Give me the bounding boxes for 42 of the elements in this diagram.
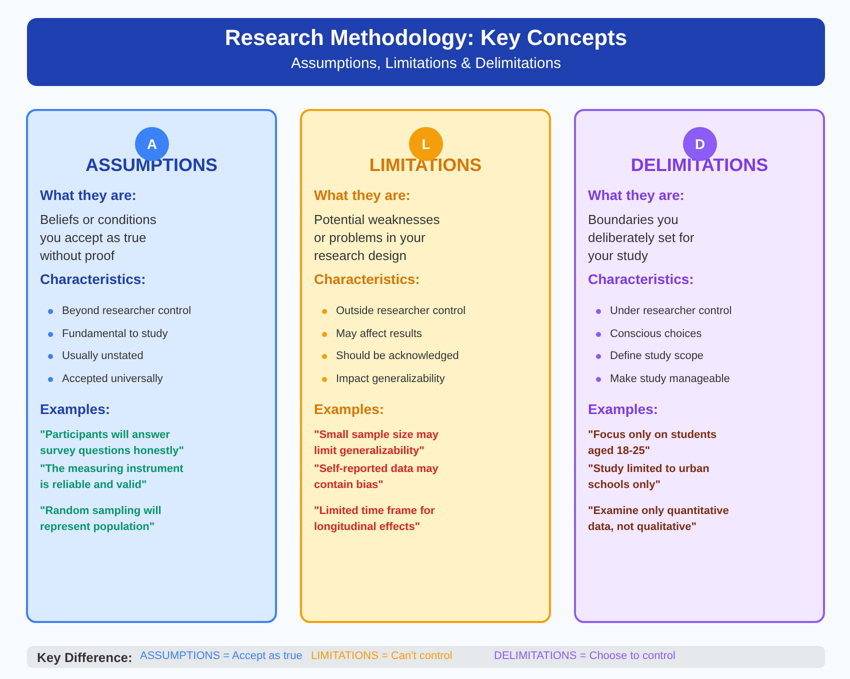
example-quote: "Participants will answer survey questions honestly" bbox=[40, 428, 185, 459]
bullet-item: Make study manageable bbox=[588, 373, 730, 385]
bullet-item: May affect results bbox=[314, 328, 422, 340]
bullet-item: Fundamental to study bbox=[40, 328, 168, 340]
bullet-item: Conscious choices bbox=[588, 328, 702, 340]
bullet-item: Under researcher control bbox=[588, 305, 732, 317]
example-quote: "Limited time frame for longitudinal effects" bbox=[314, 504, 436, 535]
section-heading: What they are: bbox=[40, 187, 136, 203]
summary-item: ASSUMPTIONS = Accept as true bbox=[140, 650, 302, 662]
bullet-item: Should be acknowledged bbox=[314, 350, 459, 362]
example-quote: "Self-reported data may contain bias" bbox=[314, 462, 440, 493]
bullet-item: Outside researcher control bbox=[314, 305, 466, 317]
summary-item: DELIMITATIONS = Choose to control bbox=[494, 650, 676, 662]
section-heading: Examples: bbox=[40, 401, 110, 417]
concept-card bbox=[300, 109, 551, 623]
bullet-item: Usually unstated bbox=[40, 350, 144, 362]
concept-card bbox=[574, 109, 825, 623]
title: Research Methodology: Key Concepts bbox=[224, 25, 628, 51]
section-heading: Characteristics: bbox=[314, 271, 420, 287]
definition-text: Boundaries you deliberately set for your study bbox=[588, 211, 696, 265]
section-heading: Examples: bbox=[314, 401, 384, 417]
summary-item: LIMITATIONS = Can't control bbox=[311, 650, 452, 662]
example-quote: "Examine only quantitative data, not qualitative" bbox=[588, 504, 730, 535]
bullet-item: Beyond researcher control bbox=[40, 305, 192, 317]
section-heading: What they are: bbox=[588, 187, 684, 203]
section-heading: Characteristics: bbox=[588, 271, 694, 287]
concept-card bbox=[26, 109, 277, 623]
summary-label: Key Difference: bbox=[37, 650, 132, 665]
subtitle: Assumptions, Limitations & Delimitations bbox=[290, 55, 562, 72]
definition-text: Potential weaknesses or problems in your research design bbox=[314, 211, 441, 265]
example-quote: "Focus only on students aged 18-25" bbox=[588, 428, 718, 459]
example-quote: "Small sample size may limit generalizability" bbox=[314, 428, 440, 459]
section-heading: Characteristics: bbox=[40, 271, 146, 287]
example-quote: "The measuring instrument is reliable and valid" bbox=[40, 462, 184, 493]
section-heading: What they are: bbox=[314, 187, 410, 203]
bullet-item: Define study scope bbox=[588, 350, 704, 362]
definition-text: Beliefs or conditions you accept as true without proof bbox=[40, 211, 158, 265]
section-heading: Examples: bbox=[588, 401, 658, 417]
example-quote: "Study limited to urban schools only" bbox=[588, 462, 710, 493]
bullet-item: Accepted universally bbox=[40, 373, 163, 385]
example-quote: "Random sampling will represent population" bbox=[40, 504, 162, 535]
bullet-item: Impact generalizability bbox=[314, 373, 445, 385]
